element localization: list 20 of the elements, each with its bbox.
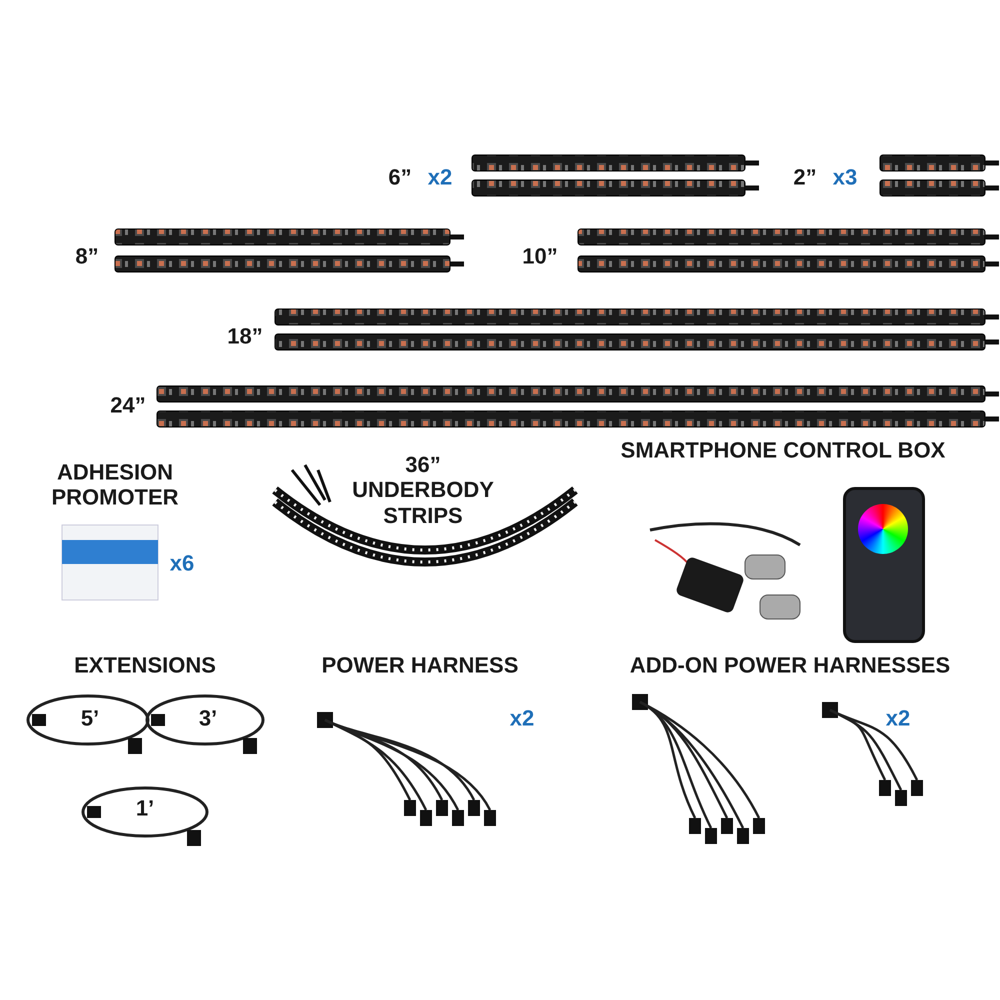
length-label: 10”: [522, 243, 558, 269]
quantity-label: x6: [170, 550, 194, 576]
length-label: 8”: [75, 243, 99, 269]
part-label: SMARTPHONE CONTROL BOX: [620, 437, 946, 463]
quantity-label: x3: [832, 164, 858, 190]
part-label: 36” UNDERBODY STRIPS: [351, 452, 495, 528]
quantity-label: x2: [886, 705, 910, 731]
length-label: 5’: [80, 705, 100, 731]
section-heading: EXTENSIONS: [74, 652, 216, 678]
length-label: 6”: [388, 164, 412, 190]
quantity-label: x2: [510, 705, 534, 731]
length-label: 18”: [227, 323, 263, 349]
length-label: 2”: [793, 164, 817, 190]
length-label: 3’: [198, 705, 218, 731]
section-heading: ADD-ON POWER HARNESSES: [630, 652, 950, 678]
section-heading: POWER HARNESS: [322, 652, 518, 678]
quantity-label: x2: [428, 164, 452, 190]
length-label: 1’: [136, 795, 154, 821]
length-label: 24”: [110, 392, 146, 418]
part-label: ADHESION PROMOTER: [50, 460, 180, 510]
